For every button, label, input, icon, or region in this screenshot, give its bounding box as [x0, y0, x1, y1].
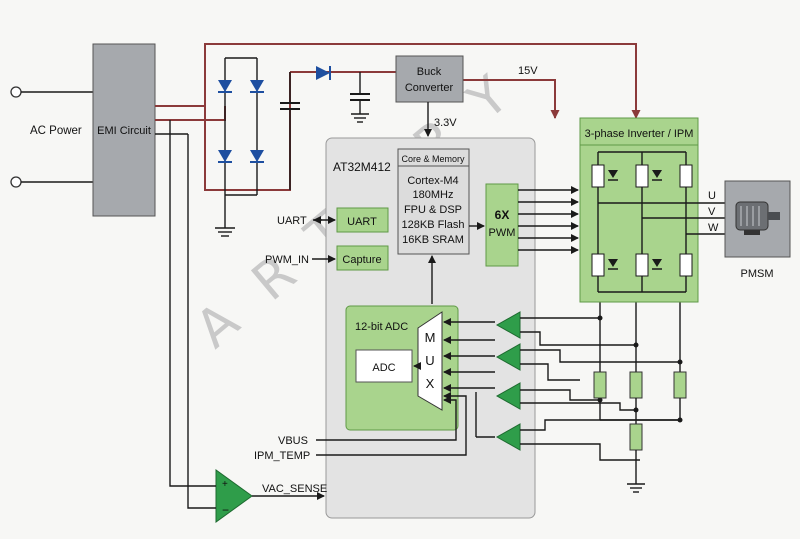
mux-letter-m: M	[425, 330, 436, 345]
mux-letter-u: U	[425, 353, 434, 368]
buck-label-1: Buck	[417, 66, 442, 78]
vac-sense-label: VAC_SENSE	[262, 483, 327, 495]
core-line-1: Cortex-M4	[407, 175, 458, 187]
ac-power-label: AC Power	[30, 125, 82, 137]
svg-text:−: −	[222, 503, 229, 517]
adc-title: 12-bit ADC	[355, 321, 408, 333]
buck-converter-block	[395, 55, 464, 103]
phase-u-label: U	[708, 190, 716, 202]
bridge-diodes	[218, 80, 264, 163]
pwm-label-bottom: PWM	[489, 227, 516, 239]
uart-block-label: UART	[347, 216, 377, 228]
capture-block	[336, 245, 389, 271]
pwm-block	[485, 183, 519, 267]
aux-capacitor	[350, 72, 370, 123]
inverter-switches	[591, 151, 725, 293]
uart-pin-label: UART	[277, 215, 307, 227]
series-diode	[316, 66, 331, 80]
core-line-2: 180MHz	[413, 189, 454, 201]
vbus-label: VBUS	[278, 435, 308, 447]
svg-text:+: +	[222, 479, 228, 490]
uart-block	[336, 207, 389, 233]
pwm-label-top: 6X	[495, 208, 510, 222]
ipm-temp-label: IPM_TEMP	[254, 450, 310, 462]
sense-opamps	[495, 311, 521, 451]
emi-circuit-block	[92, 43, 156, 217]
core-line-5: 16KB SRAM	[402, 234, 464, 246]
emi-circuit-label: EMI Circuit	[97, 125, 151, 137]
v15-label: 15V	[518, 65, 538, 77]
pwm-gate-lines	[518, 186, 579, 254]
pwm-in-pin-label: PWM_IN	[265, 254, 309, 266]
motor-label: PMSM	[741, 268, 774, 280]
buck-label-2: Converter	[405, 82, 454, 94]
phase-w-label: W	[708, 222, 719, 234]
mux-letter-x: X	[426, 376, 435, 391]
capture-block-label: Capture	[342, 254, 381, 266]
sense-wiring	[520, 315, 683, 461]
core-line-3: FPU & DSP	[404, 204, 462, 216]
core-memory-title: Core & Memory	[401, 154, 465, 164]
ac-input	[10, 86, 93, 188]
adc-block-label: ADC	[372, 362, 395, 374]
core-line-4: 128KB Flash	[402, 219, 465, 231]
mcu-name: AT32M412	[333, 160, 391, 174]
phase-v-label: V	[708, 206, 716, 218]
vac-sense-opamp: + −	[155, 120, 325, 523]
mux-shape	[417, 311, 443, 411]
shunt-resistors	[593, 302, 687, 493]
inverter-title: 3-phase Inverter / IPM	[585, 128, 694, 140]
motor-icon	[735, 201, 780, 235]
bulk-capacitor	[280, 72, 300, 190]
mux-inputs	[316, 318, 495, 456]
v33-label: 3.3V	[434, 117, 457, 129]
adc-block	[355, 349, 413, 383]
